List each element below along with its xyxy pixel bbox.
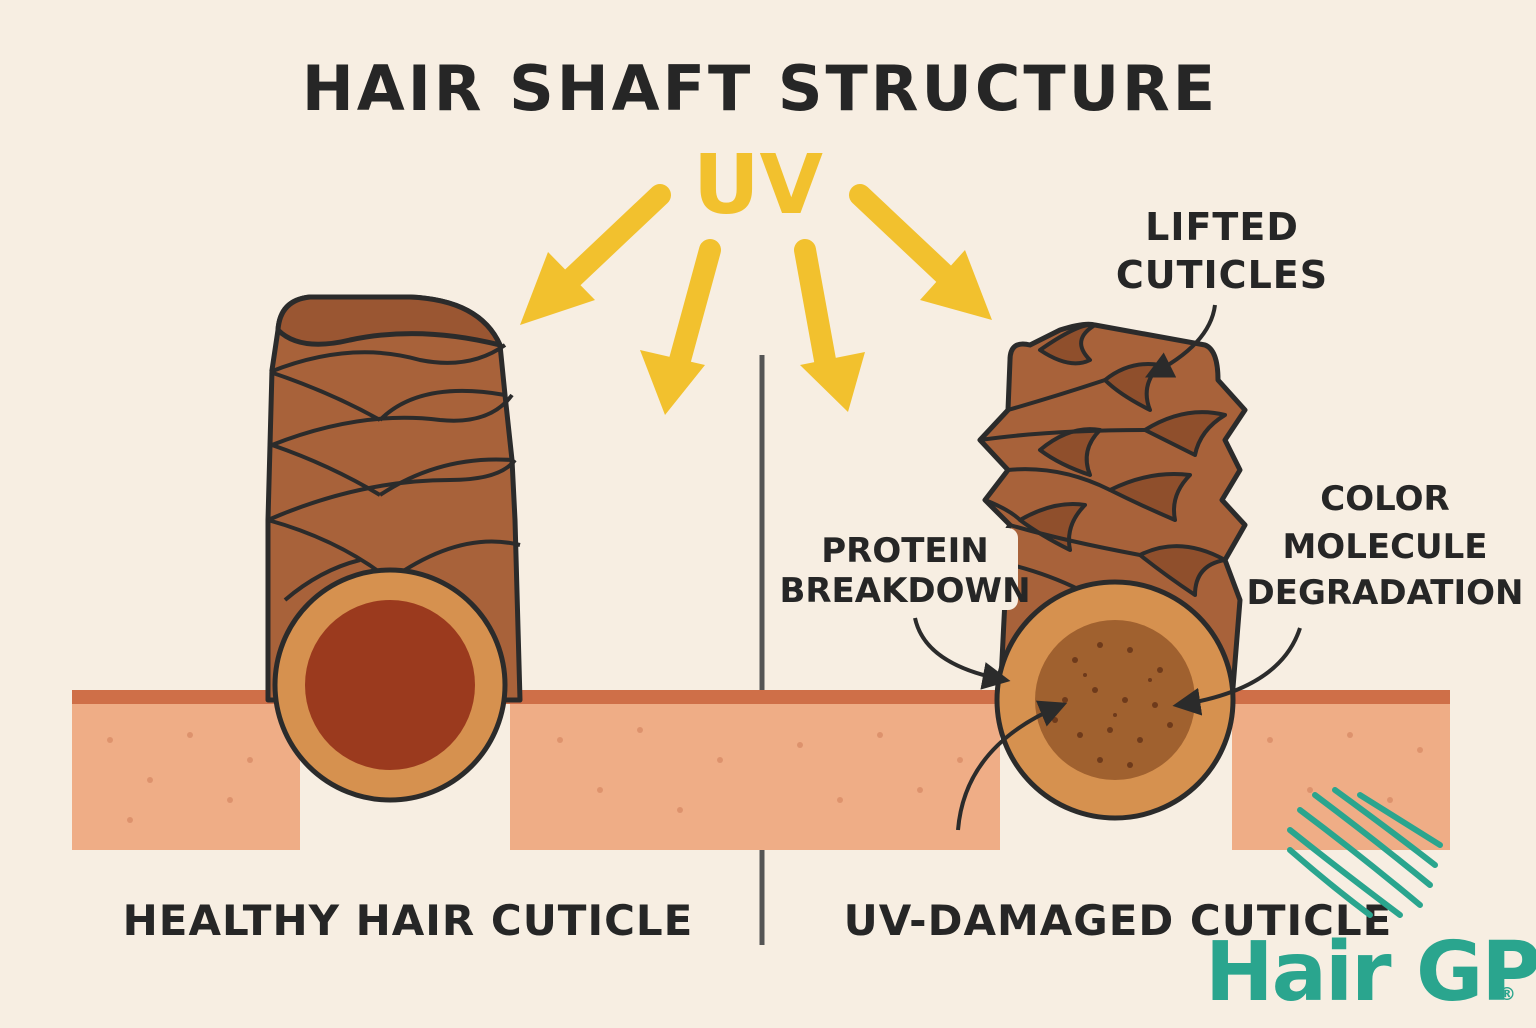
uv-rays <box>520 184 992 415</box>
color-degradation-label-line3: DEGRADATION <box>1247 573 1524 613</box>
protein-breakdown-pointer <box>956 700 1068 831</box>
color-degradation-label-line2: MOLECULE <box>1282 527 1487 567</box>
brand-name: Hair GP <box>1205 925 1536 1020</box>
color-degradation-label-line1: COLOR <box>1320 479 1449 519</box>
protein-label-background <box>790 528 1018 610</box>
protein-breakdown-label-line1: PROTEIN <box>821 531 989 571</box>
hair-strands-icon <box>1287 787 1443 918</box>
lifted-cuticle-flaps <box>1018 322 1227 597</box>
skin-layer <box>72 690 1450 850</box>
uv-ray-arrow <box>520 184 671 325</box>
lifted-cuticles-pointer <box>1144 304 1217 378</box>
cuticle-scales <box>267 343 521 602</box>
brand-registered-mark: ® <box>1498 984 1516 1005</box>
uv-ray-arrow <box>849 184 992 320</box>
healthy-hair-shaft <box>265 294 523 803</box>
medulla-damaged <box>1035 620 1195 780</box>
uv-ray-arrow <box>640 239 721 415</box>
hair-gp-logo: Hair GP ® <box>1205 787 1536 1020</box>
color-degradation-pointer <box>1172 627 1302 716</box>
protein-breakdown-pointer <box>913 617 1011 690</box>
damaged-hair-shaft <box>977 321 1248 821</box>
lifted-cuticles-label-line1: LIFTED <box>1145 205 1299 249</box>
protein-breakdown-label-line2: BREAKDOWN <box>779 571 1030 611</box>
healthy-caption: HEALTHY HAIR CUTICLE <box>123 896 694 945</box>
lifted-cuticles-label-line2: CUTICLES <box>1116 253 1328 297</box>
medulla-healthy <box>305 600 475 770</box>
uv-ray-arrow <box>794 239 865 412</box>
damaged-caption: UV-DAMAGED CUTICLE <box>844 896 1393 945</box>
uv-label: UV <box>693 138 824 233</box>
page-title: HAIR SHAFT STRUCTURE <box>302 52 1218 125</box>
